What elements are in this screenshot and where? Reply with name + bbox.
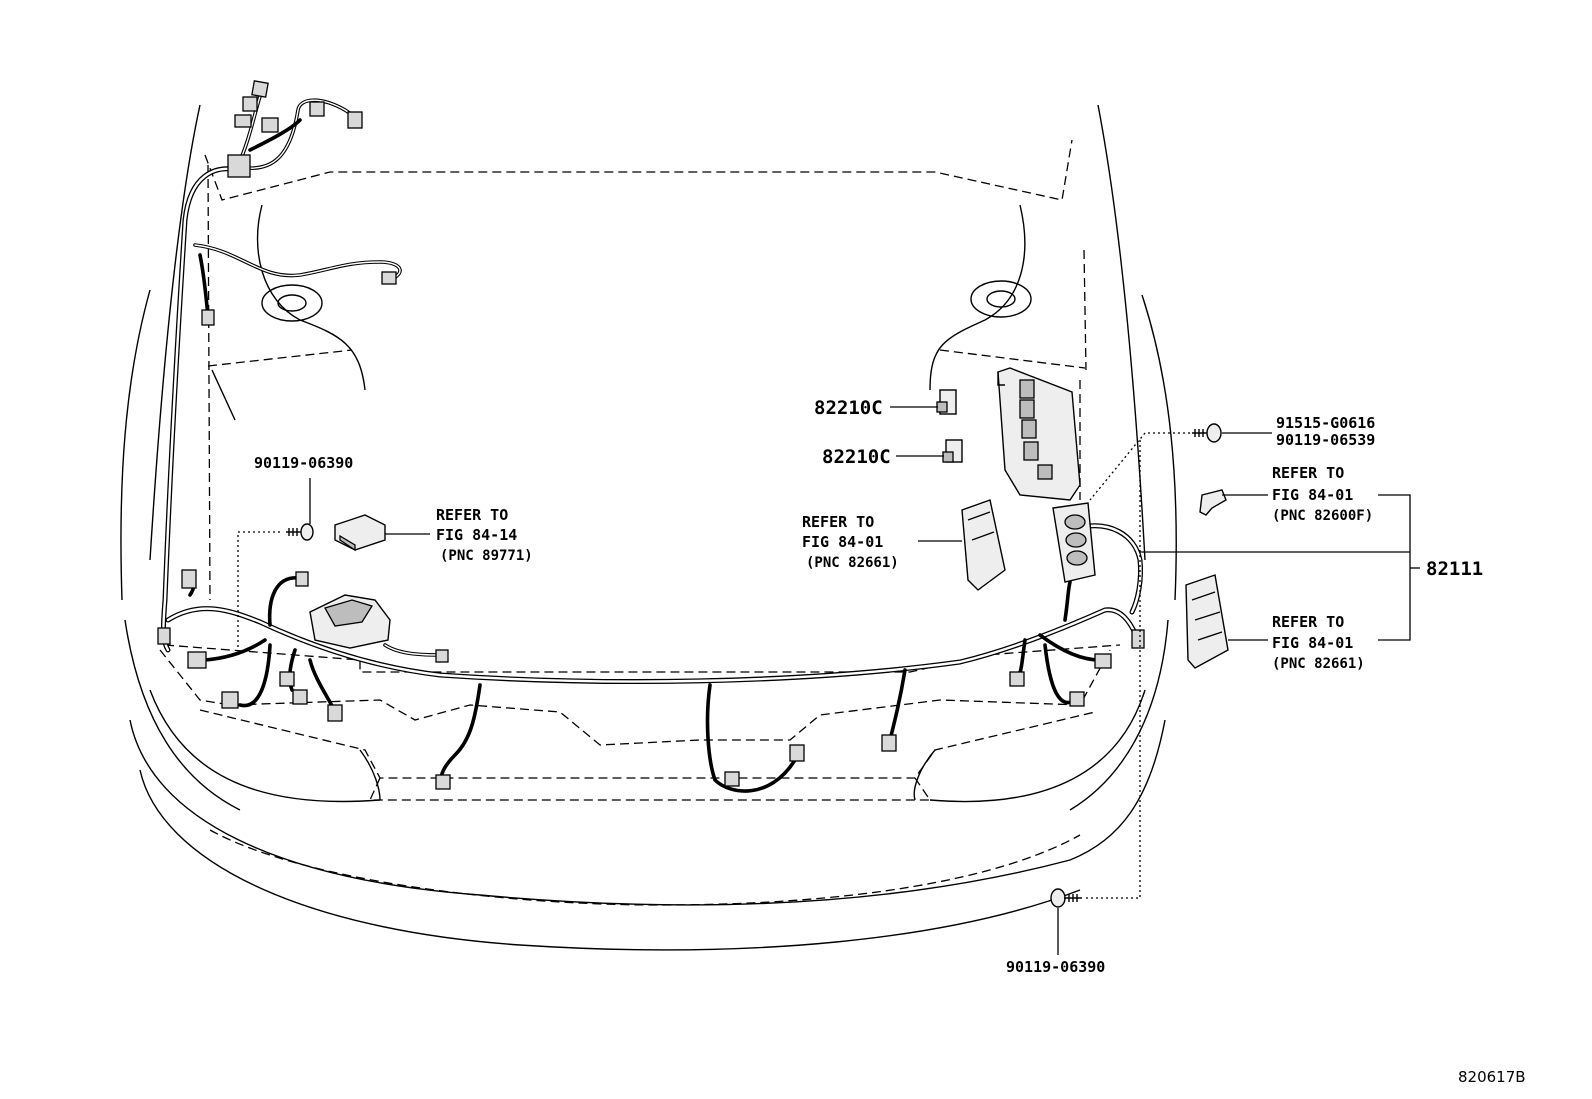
label-bolt-bottom: 90119-06390	[1006, 958, 1105, 976]
label-bolt-left: 90119-06390	[254, 454, 353, 472]
label-relay-82210c-a: 82210C	[814, 397, 883, 419]
ref-right-bottom-line1: REFER TO	[1272, 613, 1344, 631]
ref-right-top-line1: REFER TO	[1272, 464, 1344, 482]
relay-89771-part	[334, 514, 386, 552]
label-main-harness-82111: 82111	[1426, 558, 1483, 580]
leader-lines	[237, 406, 1420, 955]
vehicle-body-outline	[120, 104, 1177, 951]
ref-right-bottom-line3: (PNC 82661)	[1272, 656, 1365, 672]
engine-room-main-harness	[160, 88, 1143, 793]
label-bolt-90119-06539: 90119-06539	[1276, 431, 1375, 449]
ref-right-top-line2: FIG 84-01	[1272, 486, 1353, 504]
ref-center-line1: REFER TO	[802, 513, 874, 531]
bolt-left-part	[286, 523, 314, 541]
label-relay-82210c-b: 82210C	[822, 446, 891, 468]
bolt-top-right-part	[1192, 423, 1222, 443]
ref-left-line1: REFER TO	[436, 506, 508, 524]
junction-cover-center-part	[961, 499, 1006, 591]
ref-left-line2: FIG 84-14	[436, 526, 517, 544]
relay-82210c-a-part	[936, 389, 957, 415]
ref-right-top-line3: (PNC 82600F)	[1272, 508, 1373, 524]
clip-82600f-part	[1199, 489, 1227, 516]
junction-cover-right-part	[1185, 574, 1229, 669]
ref-center-line2: FIG 84-01	[802, 533, 883, 551]
ref-center-line3: (PNC 82661)	[806, 555, 899, 571]
harness-connectors	[157, 80, 1145, 790]
ref-left-line3: (PNC 89771)	[440, 548, 533, 564]
ref-right-bottom-line2: FIG 84-01	[1272, 634, 1353, 652]
relay-junction-block	[997, 367, 1096, 583]
bolt-bottom-part	[1050, 888, 1082, 908]
part-labels: 82210C 82210C 91515-G0616 90119-06539 RE…	[254, 397, 1526, 1086]
label-bolt-91515-g0616: 91515-G0616	[1276, 414, 1375, 432]
diagram-id: 820617B	[1458, 1068, 1526, 1086]
relay-82210c-b-part	[942, 439, 963, 463]
